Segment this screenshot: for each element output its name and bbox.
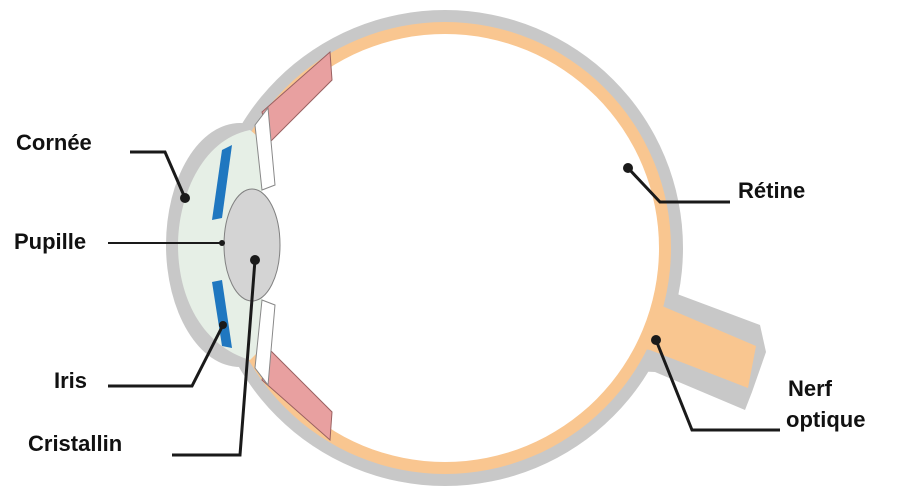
label-pupille: Pupille [14,230,86,254]
dot-iris [219,321,227,329]
label-retine: Rétine [738,179,805,203]
dot-nerf [651,335,661,345]
label-iris: Iris [54,369,87,393]
dot-cornee [180,193,190,203]
label-nerf: Nerf [788,377,832,401]
label-optique: optique [786,408,865,432]
dot-retine [623,163,633,173]
label-cristallin: Cristallin [28,432,122,456]
dot-cristallin [250,255,260,265]
label-cornee: Cornée [16,131,92,155]
dot-pupille [219,240,225,246]
